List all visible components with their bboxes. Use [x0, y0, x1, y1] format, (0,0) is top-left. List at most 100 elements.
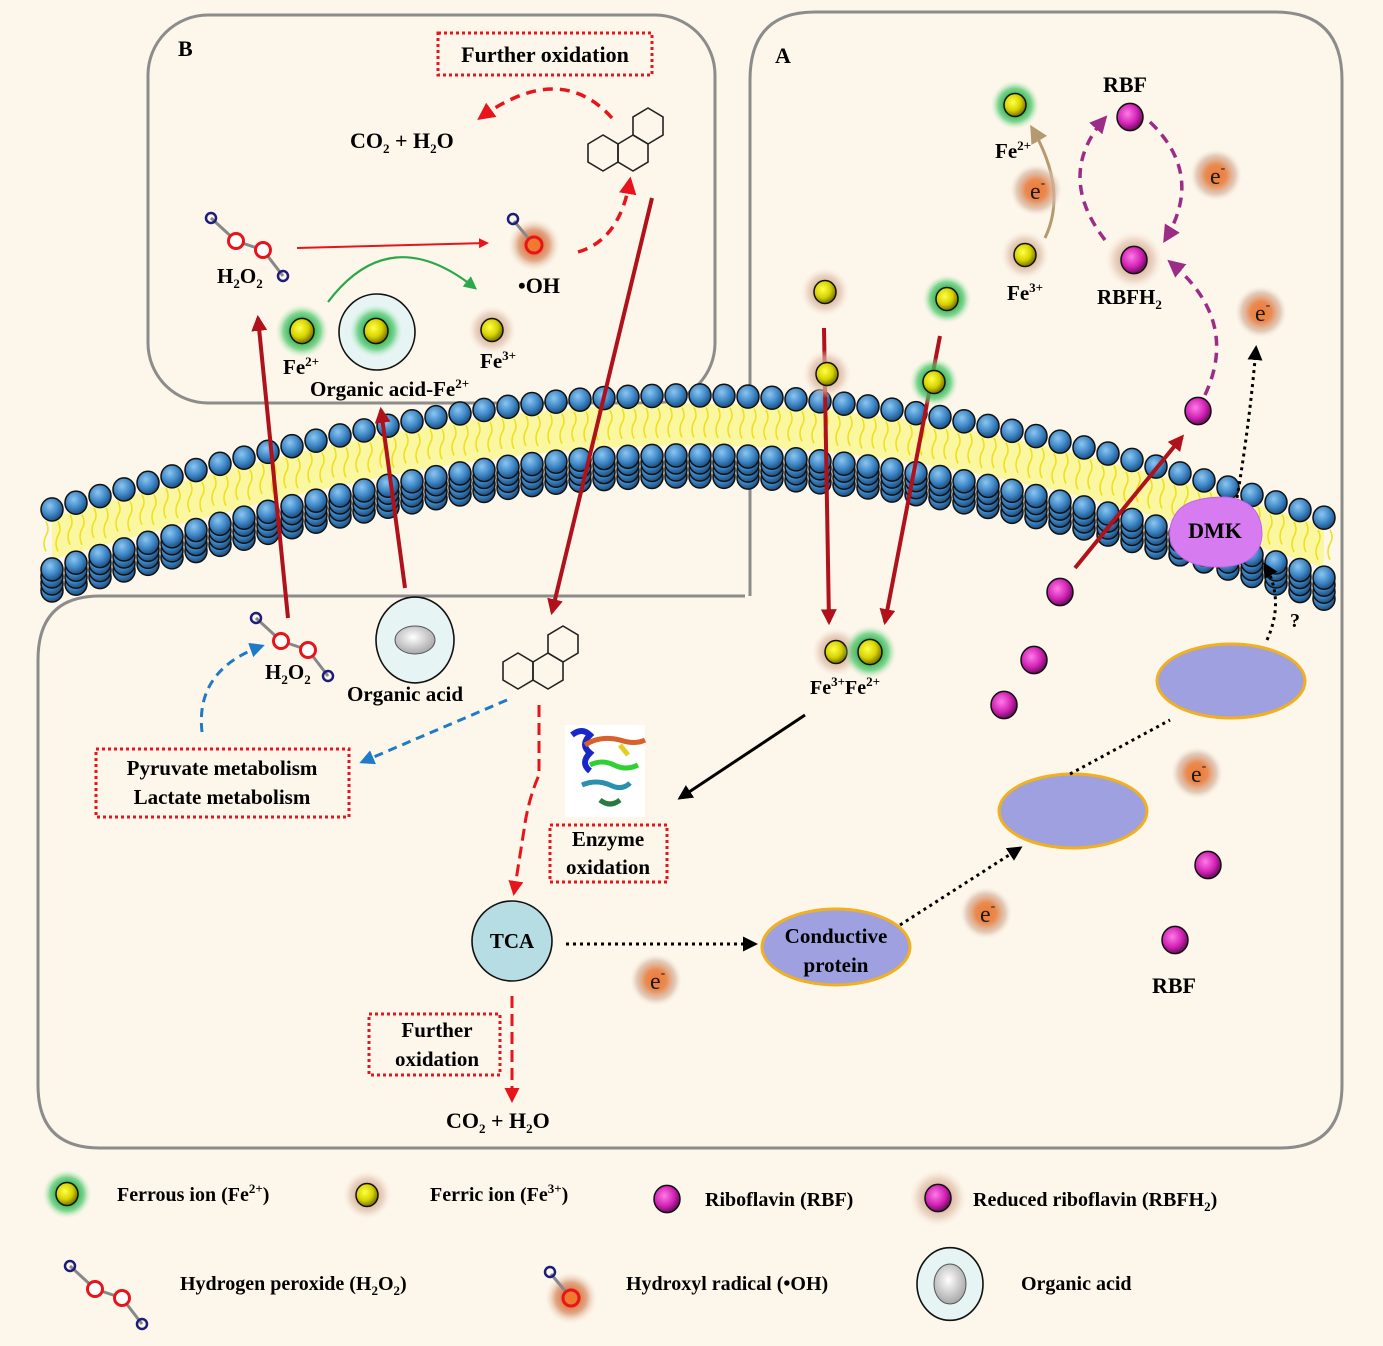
- lipid-tail: [91, 507, 97, 539]
- lipid-head: [160, 464, 184, 489]
- lipid-head: [1096, 441, 1120, 466]
- lipid-tail: [1327, 529, 1333, 561]
- lipid-head: [1144, 514, 1168, 539]
- pyruvate-metabolism-label: Pyruvate metabolism: [127, 756, 318, 780]
- riboflavin-ball: [1120, 245, 1148, 275]
- legend-icon-hydroxyl-radical: [543, 1265, 597, 1324]
- dashed-arrow-oh-to-pah: [577, 176, 637, 254]
- ferrous-ion-b: [275, 304, 329, 358]
- lipid-head: [88, 543, 112, 569]
- hydroxyl-radical-molecule-b: [506, 212, 560, 271]
- lipid-tail: [1147, 478, 1153, 509]
- lipid-tail: [931, 428, 937, 460]
- lipid-tail: [1111, 465, 1117, 496]
- lactate-metabolism-label: Lactate metabolism: [134, 785, 311, 809]
- lipid-tail: [667, 407, 673, 438]
- lipid-tail: [511, 418, 517, 450]
- ferric-ion-b: [467, 305, 517, 355]
- lipid-tail: [1003, 442, 1009, 474]
- lipid-tail: [991, 437, 997, 469]
- lipid-tail: [1279, 514, 1285, 545]
- electron-label: e-: [1210, 161, 1226, 190]
- arrow-pah-import: [547, 197, 654, 616]
- further-oxidation-label-b: Further oxidation: [461, 42, 629, 67]
- riboflavin-ball: [990, 690, 1018, 720]
- lipid-tail: [187, 481, 193, 513]
- lipid-head: [424, 404, 448, 430]
- lipid-tail: [715, 407, 721, 439]
- lipid-head: [1120, 447, 1144, 473]
- legend-icon-ferrous-ion: [42, 1169, 92, 1219]
- lipid-head: [1072, 495, 1096, 520]
- ferrous-ion-in-complex: [349, 304, 403, 358]
- lipid-tail: [199, 481, 205, 513]
- lipid-head: [952, 409, 976, 434]
- lipid-tail: [115, 501, 121, 532]
- lipid-head: [1288, 497, 1312, 523]
- lipid-tail: [847, 415, 853, 447]
- lipid-head: [232, 505, 256, 531]
- lipid-head: [472, 457, 496, 483]
- legend-label-ferrous-ion: Ferrous ion (Fe2+): [117, 1181, 269, 1206]
- lipid-head: [112, 537, 136, 562]
- lipid-head: [1048, 489, 1072, 514]
- lipid-tail: [403, 432, 409, 464]
- lipid-tail: [547, 413, 553, 445]
- lipid-tail: [1027, 447, 1033, 479]
- riboflavin-ball: [1020, 645, 1048, 675]
- lipid-head: [1216, 475, 1240, 500]
- lipid-head: [328, 483, 352, 508]
- dashed-blue-metabolism-to-h2o2: [199, 642, 265, 733]
- lipid-head: [760, 445, 784, 471]
- lipid-head: [640, 383, 664, 409]
- lipid-tail: [151, 494, 157, 526]
- dashed-red-pah-to-tca: [508, 705, 541, 896]
- lipid-head: [328, 423, 352, 448]
- lipid-head: [928, 404, 952, 430]
- lipid-tail: [211, 475, 217, 507]
- lipid-head: [1096, 501, 1120, 526]
- lipid-head: [352, 478, 376, 503]
- lipid-head: [472, 397, 496, 423]
- lipid-head: [592, 445, 616, 471]
- lipid-tail: [1291, 521, 1297, 553]
- lipid-head: [856, 454, 880, 479]
- legend-label-ferric-ion: Ferric ion (Fe3+): [430, 1181, 568, 1206]
- lipid-head: [448, 461, 472, 486]
- lipid-head: [856, 394, 880, 419]
- lipid-tail: [775, 409, 781, 441]
- lipid-tail: [331, 447, 337, 478]
- h2o2-label-cell: H2O2: [265, 660, 311, 687]
- dotted-arrow-dmk-up: [1235, 345, 1263, 499]
- transport-arrows: [251, 197, 1185, 626]
- lipid-head: [88, 483, 112, 509]
- lipid-head: [712, 443, 736, 469]
- oxygen-atom: [299, 641, 317, 659]
- hydrogen-atom: [506, 212, 520, 226]
- lipid-head: [256, 439, 280, 465]
- lipid-head: [208, 451, 232, 477]
- lipid-tail: [1315, 529, 1321, 561]
- legend-label-reduced-riboflavin: Reduced riboflavin (RBFH2): [973, 1189, 1217, 1214]
- iron-ball: [857, 638, 883, 666]
- oxygen-atom: [524, 235, 544, 255]
- hydrogen-atom: [63, 1259, 77, 1273]
- hydrogen-atom: [543, 1265, 557, 1279]
- lipid-tail: [391, 437, 397, 469]
- dashed-purple-rbfh2-to-rbf: [1078, 115, 1108, 242]
- lipid-tail: [175, 488, 181, 519]
- lipid-tail: [799, 410, 805, 442]
- lipid-tail: [691, 407, 697, 438]
- electrons: e-e-e-e-e-e-: [630, 149, 1287, 1006]
- lipid-tail: [787, 410, 793, 442]
- lipid-head: [40, 497, 64, 522]
- iron-ions-intracellular: [811, 625, 897, 679]
- lipid-tail: [895, 421, 901, 452]
- fe3-label-b: Fe3+: [480, 348, 516, 373]
- lipid-tail: [307, 452, 313, 484]
- lipid-tail: [295, 457, 301, 489]
- hydroxyl-label-b: •OH: [518, 273, 560, 298]
- lipid-tail: [55, 521, 61, 552]
- lipid-tail: [1123, 471, 1129, 503]
- lipid-head: [616, 444, 640, 470]
